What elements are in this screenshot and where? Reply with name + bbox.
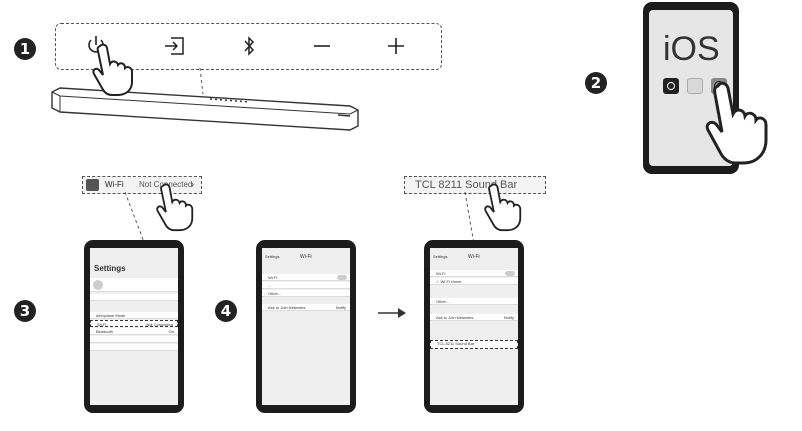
wifi-loading-row: ◌ bbox=[262, 282, 350, 289]
hand-pointer-icon bbox=[705, 81, 768, 165]
settings-row bbox=[90, 294, 178, 301]
settings-title: Settings bbox=[94, 264, 126, 273]
spinner-icon: ◌ bbox=[268, 283, 271, 288]
wifi-phone-after-screen: Settings Wi-Fi Wi-Fi ✓ Wi-Fi Home Other.… bbox=[430, 248, 518, 405]
back-link[interactable]: Settings bbox=[433, 254, 448, 259]
wifi-toggle-row: Wi-Fi bbox=[430, 270, 518, 277]
wifi-callout-label: Wi-Fi bbox=[105, 180, 124, 189]
bluetooth-icon[interactable] bbox=[242, 34, 256, 58]
wifi-toggle[interactable] bbox=[337, 275, 347, 280]
hand-pointer-icon bbox=[156, 183, 194, 232]
avatar bbox=[93, 280, 103, 290]
wifi-toggle[interactable] bbox=[505, 271, 515, 276]
plus-icon[interactable] bbox=[386, 36, 406, 56]
ios-label: iOS bbox=[663, 30, 720, 68]
wifi-phone-after: Settings Wi-Fi Wi-Fi ✓ Wi-Fi Home Other.… bbox=[424, 240, 524, 413]
back-link[interactable]: Settings bbox=[265, 254, 280, 259]
settings-row bbox=[90, 336, 178, 343]
wifi-other-row[interactable]: Other... bbox=[430, 298, 518, 305]
chevron-right-icon: › bbox=[191, 179, 194, 189]
hand-pointer-icon bbox=[484, 183, 522, 232]
soundbar-button-panel bbox=[55, 23, 442, 70]
source-icon[interactable] bbox=[163, 36, 185, 56]
step-3-badge: 3 bbox=[14, 300, 36, 322]
wifi-other-row[interactable]: Other... bbox=[262, 290, 350, 297]
checkmark-icon: ✓ bbox=[436, 279, 440, 284]
profile-row bbox=[90, 278, 178, 292]
wifi-page-title: Wi-Fi bbox=[468, 254, 480, 260]
hand-pointer-icon bbox=[92, 43, 133, 96]
wifi-page-title: Wi-Fi bbox=[300, 254, 312, 260]
step-2-badge: 2 bbox=[585, 72, 607, 94]
wifi-icon bbox=[86, 179, 99, 191]
power-icon[interactable] bbox=[86, 34, 106, 58]
soundbar-illustration bbox=[51, 67, 359, 131]
settings-row bbox=[90, 344, 178, 351]
wifi-network-row[interactable]: ✓ Wi-Fi Home bbox=[430, 278, 518, 285]
arrow-right-icon bbox=[378, 308, 406, 318]
wifi-phone-before-screen: Settings Wi-Fi Wi-Fi ◌ Other... Ask to J… bbox=[262, 248, 350, 405]
step-4-badge: 4 bbox=[215, 300, 237, 322]
wifi-phone-before: Settings Wi-Fi Wi-Fi ◌ Other... Ask to J… bbox=[256, 240, 356, 413]
minus-icon[interactable] bbox=[312, 36, 332, 56]
settings-row-aeroplane[interactable]: Aeroplane Mode bbox=[90, 312, 178, 319]
step-1-badge: 1 bbox=[14, 38, 36, 60]
camera-icon bbox=[663, 78, 679, 94]
mail-icon bbox=[687, 78, 703, 94]
soundbar-network-row[interactable]: TCL 8211 Sound Bar bbox=[430, 340, 518, 349]
wifi-toggle-row: Wi-Fi bbox=[262, 274, 350, 281]
device-callout: TCL 8211 Sound Bar bbox=[404, 176, 546, 194]
